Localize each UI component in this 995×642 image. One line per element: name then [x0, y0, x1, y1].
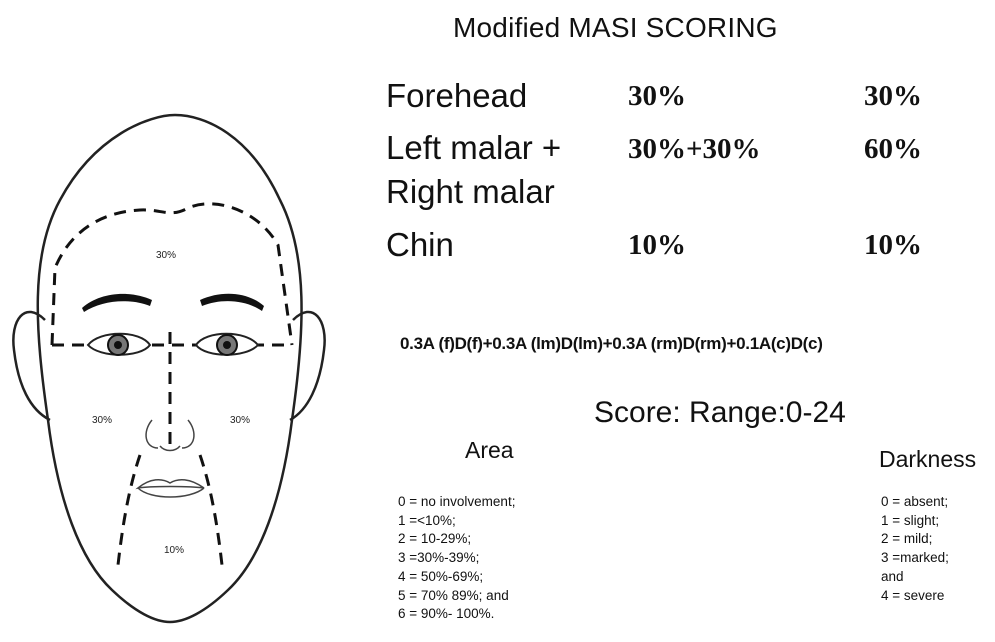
right-eyebrow	[200, 294, 264, 311]
list-item: and	[881, 568, 949, 587]
forehead-zone-line	[52, 204, 292, 345]
row-malar-label-2: Right malar	[386, 173, 555, 211]
row-forehead-value: 30%	[628, 80, 686, 113]
row-malar-value: 30%+30%	[628, 133, 761, 166]
row-malar-total: 60%	[864, 133, 922, 166]
page-title: Modified MASI SCORING	[453, 12, 778, 44]
list-item: 1 = slight;	[881, 512, 949, 531]
list-item: 3 =marked;	[881, 549, 949, 568]
left-eyebrow	[82, 294, 152, 312]
list-item: 3 =30%-39%;	[398, 549, 515, 568]
face-diagram: 30% 30% 30% 10%	[0, 90, 340, 635]
left-malar-percent: 30%	[92, 415, 112, 426]
list-item: 5 = 70% 89%; and	[398, 587, 515, 606]
darkness-list: 0 = absent; 1 = slight; 2 = mild; 3 =mar…	[881, 493, 949, 605]
masi-formula: 0.3A (f)D(f)+0.3A (lm)D(lm)+0.3A (rm)D(r…	[400, 334, 823, 354]
list-item: 2 = mild;	[881, 530, 949, 549]
list-item: 6 = 90%- 100%.	[398, 605, 515, 624]
list-item: 2 = 10-29%;	[398, 530, 515, 549]
row-malar-label: Left malar +	[386, 129, 561, 167]
list-item: 0 = no involvement;	[398, 493, 515, 512]
chin-percent: 10%	[164, 545, 184, 556]
right-malar-percent: 30%	[230, 415, 250, 426]
row-forehead-label: Forehead	[386, 77, 527, 115]
row-chin-total: 10%	[864, 229, 922, 262]
forehead-percent: 30%	[156, 250, 176, 261]
list-item: 1 =<10%;	[398, 512, 515, 531]
row-forehead-total: 30%	[864, 80, 922, 113]
score-range: Score: Range:0-24	[594, 396, 846, 430]
row-chin-label: Chin	[386, 226, 454, 264]
area-list: 0 = no involvement; 1 =<10%; 2 = 10-29%;…	[398, 493, 515, 624]
list-item: 0 = absent;	[881, 493, 949, 512]
list-item: 4 = 50%-69%;	[398, 568, 515, 587]
chin-right-line	[200, 455, 222, 565]
mouth	[138, 480, 204, 497]
area-heading: Area	[465, 437, 514, 464]
row-chin-value: 10%	[628, 229, 686, 262]
chin-left-line	[118, 455, 140, 565]
darkness-heading: Darkness	[879, 446, 976, 473]
list-item: 4 = severe	[881, 587, 949, 606]
